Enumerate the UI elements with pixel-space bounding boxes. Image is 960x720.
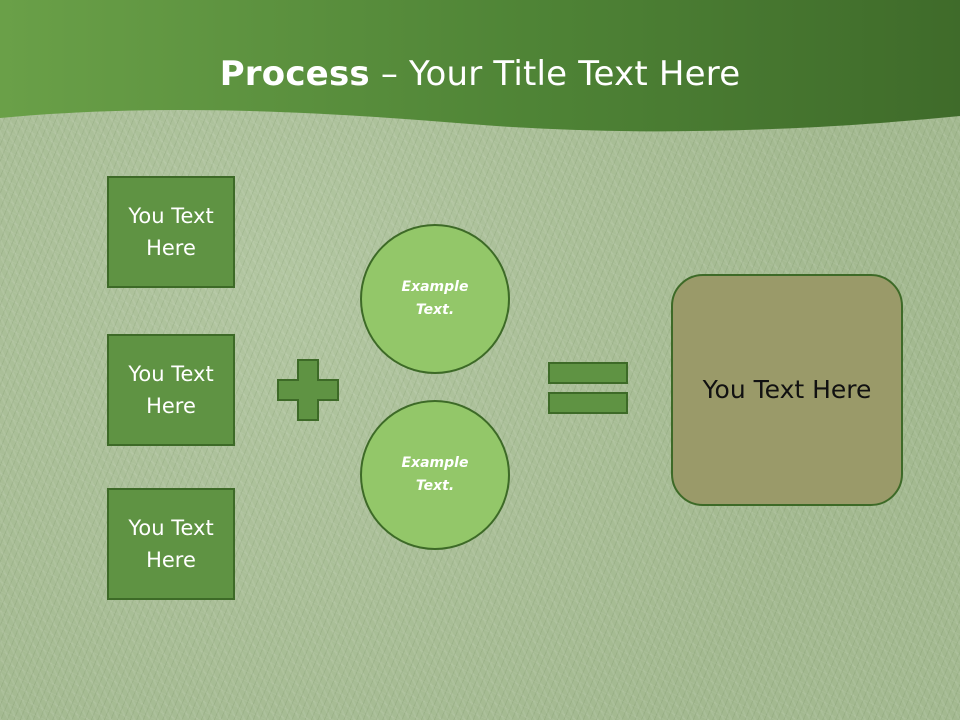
input-box-1: You Text Here [107, 176, 235, 288]
input-box-label: You Text Here [128, 362, 214, 418]
title-emphasis: Process [219, 54, 370, 94]
example-circle-label: Example Text. [401, 455, 469, 494]
plus-icon [277, 359, 339, 421]
input-box-label: You Text Here [128, 204, 214, 260]
equals-icon [548, 362, 628, 414]
input-box-3: You Text Here [107, 488, 235, 600]
title-rest: – Your Title Text Here [369, 54, 741, 94]
result-label: You Text Here [702, 375, 872, 404]
input-box-2: You Text Here [107, 334, 235, 446]
result-box: You Text Here [671, 274, 903, 506]
input-box-label: You Text Here [128, 516, 214, 572]
header-band [0, 0, 960, 132]
slide-title: Process – Your Title Text Here [0, 50, 960, 98]
example-circle-label: Example Text. [401, 279, 469, 318]
example-circle-1: Example Text. [360, 224, 510, 374]
example-circle-2: Example Text. [360, 400, 510, 550]
